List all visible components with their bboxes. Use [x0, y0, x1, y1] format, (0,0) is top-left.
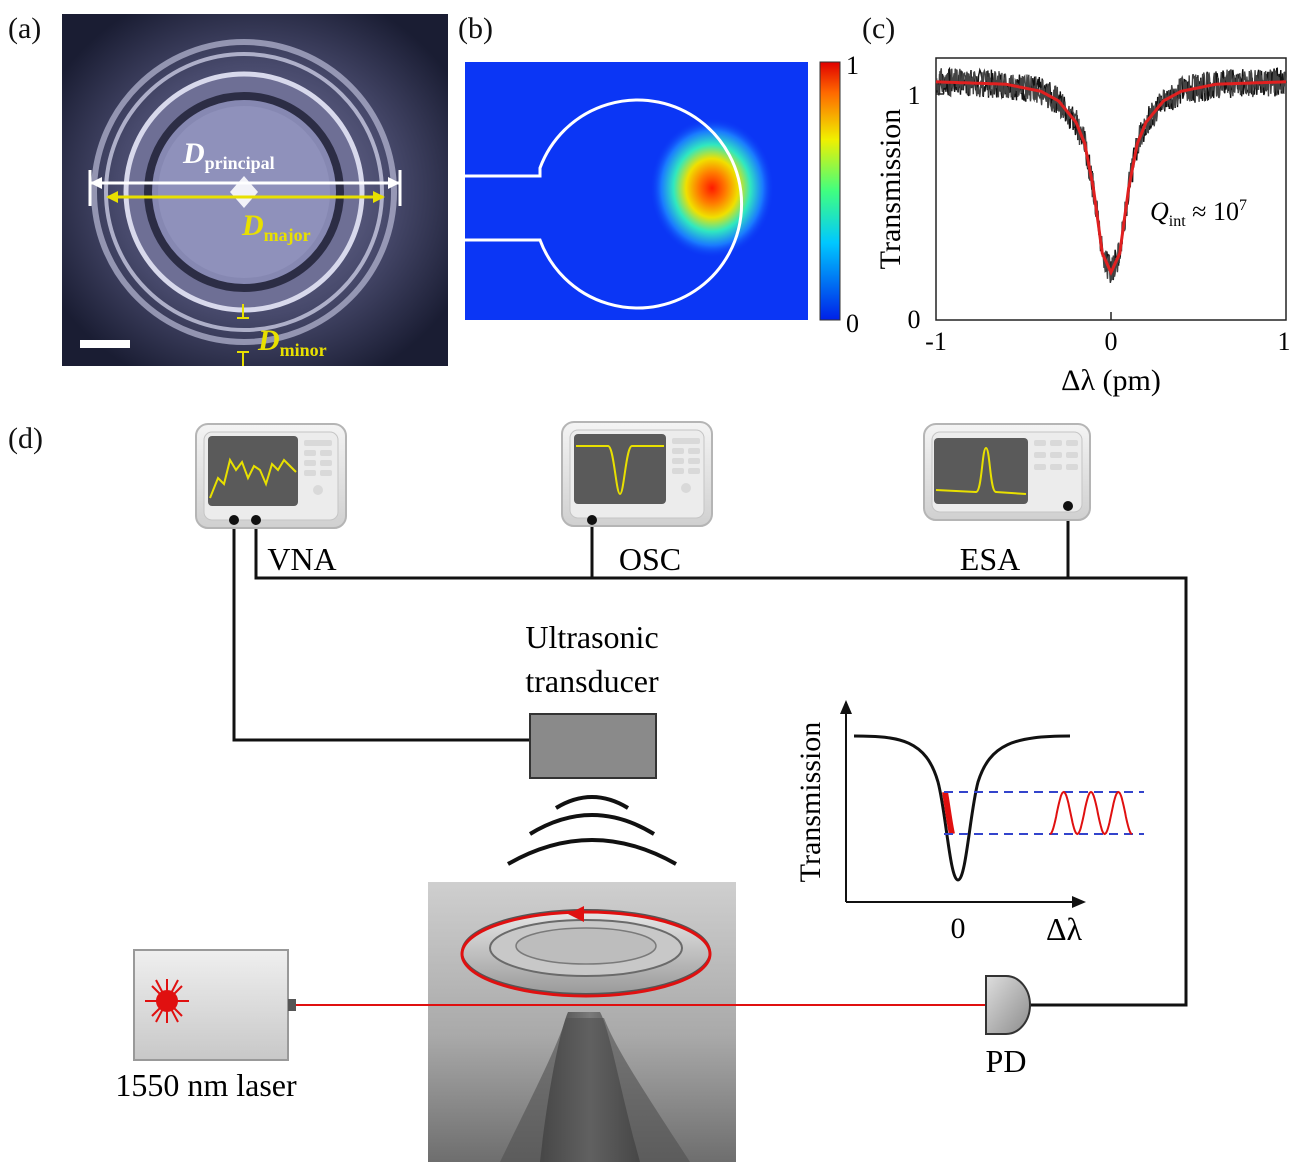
- panel-c-chart: 1 0 -1 0 1 Δλ (pm) Transmission Qint ≈ 1…: [874, 57, 1290, 397]
- d-major-label: Dmajor: [241, 209, 311, 245]
- outer-ring-2: [104, 52, 384, 332]
- colorbar: [819, 61, 841, 321]
- wire-bus-to-pd: [254, 520, 1188, 1007]
- osc-screen: [574, 434, 666, 504]
- colorbar-max: 1: [846, 51, 859, 80]
- esa-trace: [935, 446, 1027, 495]
- inset-xlabel: Δλ: [1046, 911, 1083, 947]
- sem-microresonator: [428, 882, 736, 1162]
- chart-q-annotation: Qint ≈ 107: [1150, 197, 1247, 230]
- chart-ytick-1: 1: [908, 81, 921, 110]
- mode-hotspot: [650, 118, 774, 258]
- chart-fit-line: [935, 80, 1287, 276]
- inset-operating-slope: [942, 791, 955, 835]
- d-principal-label: Dprincipal: [182, 137, 275, 173]
- chart-noisy-trace: [935, 68, 1287, 284]
- chart-xtick-0: 0: [1105, 327, 1118, 356]
- acoustic-waves: [507, 795, 677, 866]
- chart-noise-band: [935, 66, 1287, 284]
- chart-xlabel: Δλ (pm): [1061, 364, 1161, 397]
- panel-a-micrograph: Dprincipal Dmajor Dminor: [62, 14, 448, 366]
- panel-a-letter: (a): [8, 12, 42, 45]
- vna-port-1: [229, 515, 239, 525]
- esa-label: ESA: [960, 541, 1020, 577]
- wire-vna-to-transducer: [232, 520, 530, 742]
- d-minor-label: Dminor: [257, 324, 327, 360]
- d-major-head-right: [373, 191, 385, 203]
- transducer-label-line2: transducer: [525, 663, 659, 699]
- chart-xtick-1: 1: [1278, 327, 1290, 356]
- vna-instrument: [195, 423, 347, 529]
- osc-keypad: [672, 438, 700, 493]
- vna-keypad: [304, 440, 332, 495]
- optical-mode-ring: [460, 910, 712, 998]
- osc-trace: [576, 445, 664, 496]
- laser-source: [133, 949, 296, 1061]
- scale-bar: [80, 340, 130, 348]
- laser-emitter-icon: [145, 979, 189, 1023]
- esa-keypad: [1034, 440, 1078, 470]
- panel-b-mode-profile: 1 0: [465, 51, 859, 338]
- photodetector: [985, 975, 1031, 1035]
- panel-c-letter: (c): [862, 12, 896, 45]
- vna-screen: [208, 436, 298, 506]
- chart-xtick-neg1: -1: [925, 327, 947, 356]
- esa-instrument: [923, 423, 1091, 521]
- transducer-label-line1: Ultrasonic: [525, 619, 658, 655]
- vna-label: VNA: [267, 541, 336, 577]
- ultrasonic-transducer: [529, 713, 657, 779]
- d-major-head-left: [106, 191, 118, 203]
- d-principal-head-right: [388, 177, 400, 189]
- osc-label: OSC: [619, 541, 681, 577]
- panel-d-letter: (d): [8, 422, 43, 455]
- colorbar-min: 0: [846, 309, 859, 338]
- inset-xtick-0: 0: [951, 912, 966, 945]
- vna-port-2: [251, 515, 261, 525]
- panel-b-letter: (b): [458, 12, 493, 45]
- osc-instrument: [561, 421, 713, 527]
- outer-ring: [91, 39, 397, 345]
- chart-ytick-0: 0: [908, 305, 921, 334]
- panel-d-setup: VNA OSC: [115, 421, 1188, 1162]
- inset-ylabel: Transmission: [794, 722, 827, 883]
- inset-transmission: Transmission 0 Δλ: [794, 700, 1144, 947]
- inset-resonance-curve: [853, 734, 1071, 882]
- mode-direction-arrow: [568, 906, 584, 922]
- laser-label: 1550 nm laser: [115, 1067, 297, 1103]
- chart-ylabel: Transmission: [874, 109, 907, 270]
- esa-port: [1063, 501, 1073, 511]
- osc-port: [587, 515, 597, 525]
- mode-boundary: [465, 98, 743, 310]
- inset-modulation-wave: [1049, 790, 1133, 836]
- vna-trace: [209, 457, 297, 499]
- d-principal-head-left: [90, 177, 102, 189]
- pd-label: PD: [986, 1043, 1027, 1079]
